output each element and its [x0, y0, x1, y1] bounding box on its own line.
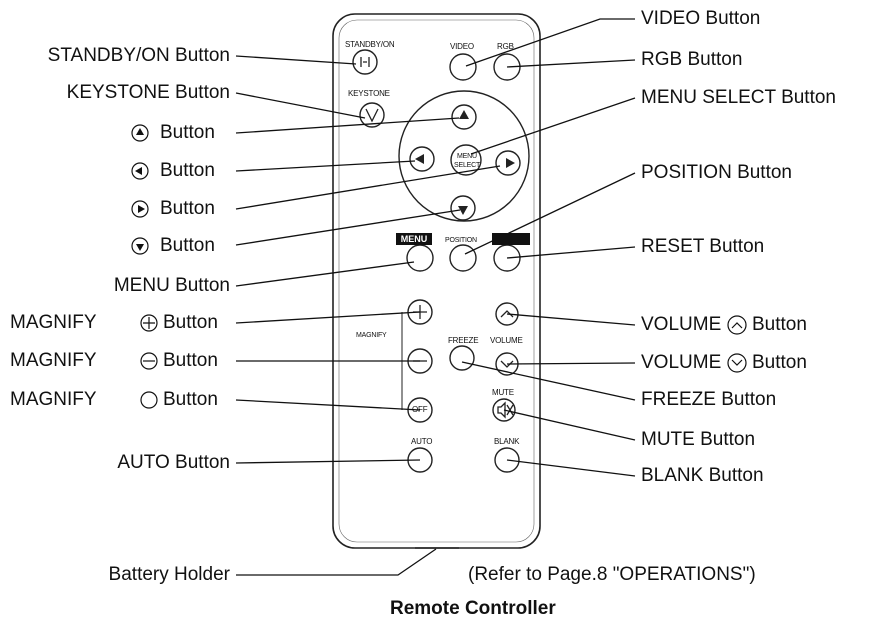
label-auto: AUTO Button	[117, 452, 230, 473]
keystone-icon	[365, 108, 379, 123]
label-video: VIDEO Button	[641, 8, 761, 29]
menu-button[interactable]	[406, 244, 434, 272]
label-magnify-off-post: Button	[163, 389, 218, 410]
label-magnify-plus-pre: MAGNIFY	[10, 312, 97, 333]
remote-label-video: VIDEO	[450, 42, 474, 51]
label-battery: Battery Holder	[108, 564, 230, 585]
label-volume-up-pre: VOLUME	[641, 314, 722, 335]
label-icons	[131, 124, 747, 409]
remote-label-reset	[492, 233, 530, 245]
label-magnify-off-pre: MAGNIFY	[10, 389, 97, 410]
label-blank: BLANK Button	[641, 465, 764, 486]
operations-note: (Refer to Page.8 "OPERATIONS")	[468, 564, 756, 585]
label-menu: MENU Button	[113, 275, 230, 296]
remote-label-magnify: MAGNIFY	[356, 332, 387, 339]
label-standby: STANDBY/ON Button	[47, 45, 230, 66]
remote-label-volume: VOLUME	[490, 336, 523, 345]
remote-label-menu-select-1: MENU	[457, 153, 477, 160]
label-up: Button	[160, 122, 215, 143]
chevron-down-icon	[500, 360, 514, 368]
remote-label-freeze: FREEZE	[448, 336, 479, 345]
left-arrow-label-icon	[135, 167, 142, 175]
remote-label-menu-select-2: SELECT	[454, 162, 481, 169]
up-arrow-icon	[459, 110, 469, 119]
remote-inner-edge	[338, 19, 535, 543]
right-arrow-icon	[506, 158, 515, 168]
down-arrow-label-icon	[136, 244, 144, 251]
remote-label-mute: MUTE	[492, 388, 514, 397]
right-arrow-label-icon	[138, 205, 145, 213]
power-icon	[360, 57, 370, 67]
up-arrow-label-icon	[136, 128, 144, 135]
diagram-caption: Remote Controller	[390, 598, 556, 619]
label-reset: RESET Button	[641, 236, 765, 257]
position-button[interactable]	[449, 244, 477, 272]
remote-label-blank: BLANK	[494, 437, 520, 446]
freeze-button[interactable]	[449, 345, 475, 371]
label-right: Button	[160, 198, 215, 219]
label-position: POSITION Button	[641, 162, 792, 183]
remote-label-rgb: RGB	[497, 42, 514, 51]
remote-label-auto: AUTO	[411, 437, 433, 446]
label-volume-up-post: Button	[752, 314, 807, 335]
mute-speaker-icon	[497, 401, 514, 419]
label-volume-down-pre: VOLUME	[641, 352, 722, 373]
left-arrow-icon	[415, 154, 424, 164]
label-left: Button	[160, 160, 215, 181]
label-keystone: KEYSTONE Button	[66, 82, 230, 103]
remote-label-off: OFF	[412, 405, 428, 414]
remote-label-standby: STANDBY/ON	[345, 40, 395, 49]
label-magnify-plus-post: Button	[163, 312, 218, 333]
chevron-up-icon	[500, 310, 514, 318]
label-freeze: FREEZE Button	[641, 389, 777, 410]
label-menu-select: MENU SELECT Button	[641, 87, 837, 108]
remote-label-keystone: KEYSTONE	[348, 89, 390, 98]
label-magnify-minus-pre: MAGNIFY	[10, 350, 97, 371]
video-button[interactable]	[449, 53, 477, 81]
remote-label-position: POSITION	[445, 237, 477, 244]
label-volume-down-post: Button	[752, 352, 807, 373]
remote-label-menu: MENU	[396, 233, 432, 245]
label-rgb: RGB Button	[641, 49, 743, 70]
down-arrow-icon	[458, 206, 468, 215]
label-mute: MUTE Button	[641, 429, 756, 450]
label-magnify-minus-post: Button	[163, 350, 218, 371]
label-down: Button	[160, 235, 215, 256]
